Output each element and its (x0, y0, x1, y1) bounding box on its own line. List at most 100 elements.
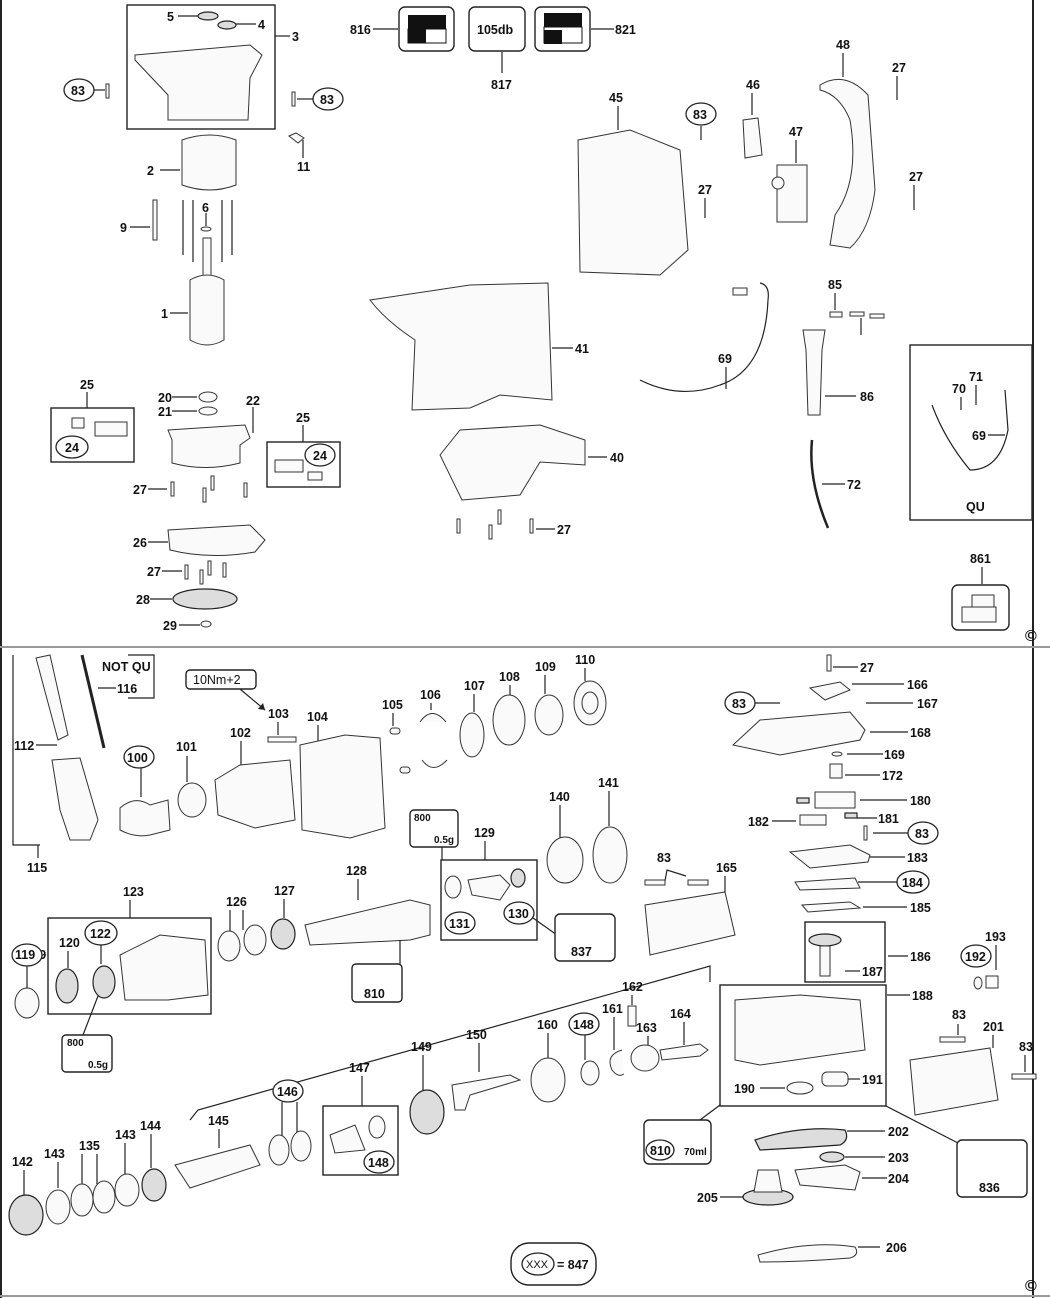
motor-cover-group: 41 40 27 (369, 282, 624, 540)
label-part-130: 130 (508, 907, 529, 921)
wiring-cord-group: 69 85 86 72 (639, 278, 885, 529)
callout-184 (896, 870, 930, 894)
label-817-badge (468, 6, 526, 52)
striker-part (467, 874, 511, 901)
copyright-mark: © (1025, 628, 1037, 645)
label-part-185: 185 (910, 901, 931, 915)
brush-holder-part (274, 459, 304, 473)
end-plate-part (167, 524, 266, 557)
bearing-191-part (821, 1071, 849, 1087)
label-badges-group: 816 105db 817 821 (350, 6, 636, 92)
label-part-86: 86 (860, 390, 874, 404)
label-part-27: 27 (892, 61, 906, 75)
legend-callout-oval (521, 1252, 555, 1276)
label-part-101: 101 (176, 740, 197, 754)
callout-192 (960, 944, 992, 968)
striker-kit-box (440, 859, 538, 941)
grease-qty-text: 0.5g (88, 1060, 108, 1071)
label-part-129: 129 (474, 826, 495, 840)
label-part-181: 181 (878, 812, 899, 826)
side-cover-165-part (644, 891, 736, 956)
bearing-140-part (546, 836, 584, 884)
label-part-142: 142 (12, 1155, 33, 1169)
clip-part (288, 132, 305, 144)
label-part-149: 149 (411, 1040, 432, 1054)
plate-185-part (800, 901, 862, 913)
label-part-206: 206 (886, 1241, 907, 1255)
label-part-115: 115 (27, 861, 47, 875)
label-part-119: 119 (15, 948, 35, 962)
cylinder-145-part (174, 1144, 261, 1189)
carry-case-icon (961, 606, 997, 623)
label-part-810: 810 (650, 1144, 671, 1158)
washer-6-part (200, 226, 212, 232)
circlip-141-part (592, 826, 628, 884)
tool-holder-102-part (214, 759, 296, 829)
brush-holder-group: 25 24 25 24 20 21 22 27 26 27 28 29 (50, 378, 341, 633)
label-part-128: 128 (346, 864, 367, 878)
screw-29-part (200, 620, 212, 628)
qu-wiring-box: 71 70 69 QU (909, 344, 1033, 521)
depth-rod-part (80, 654, 106, 749)
label-part-205: 205 (697, 1191, 718, 1205)
label-part-27: 27 (147, 565, 161, 579)
oring-169-part (831, 751, 843, 757)
cylinder-group: 119 119 123 120 122 800 0.5g 126 127 128… (11, 864, 431, 1073)
brush-part (71, 417, 85, 429)
kit-box-group: 861 © (951, 552, 1037, 645)
label-part-27: 27 (133, 483, 147, 497)
callout-148 (363, 1150, 395, 1174)
label-part-126: 126 (226, 895, 247, 909)
label-part-41: 41 (575, 342, 589, 356)
front-chuck-group: 100 101 102 10Nm+2 103 104 105 106 107 1… (119, 653, 607, 839)
ring-28-part (172, 588, 238, 610)
label-part-40: 40 (610, 451, 624, 465)
callout-131 (444, 911, 476, 935)
qu-kit-box (909, 344, 1033, 521)
callout-24 (304, 443, 336, 467)
spindle-128-part (304, 899, 431, 946)
ring-127-part (270, 918, 296, 950)
slide-182-part (799, 814, 827, 826)
bearing-160-part (530, 1057, 566, 1103)
piston-163-part (630, 1044, 660, 1072)
label-part-27: 27 (909, 170, 923, 184)
copyright-mark: © (1025, 1278, 1037, 1295)
label-part-184: 184 (902, 876, 923, 890)
stator-part (181, 134, 237, 191)
grease-837-badge (554, 913, 616, 962)
label-part-144: 144 (140, 1119, 161, 1133)
label-part-24: 24 (313, 449, 327, 463)
impact-mech-group: 800 0.5g 129 131 130 837 140 141 83 165 (409, 776, 737, 962)
ring-21-part (198, 406, 218, 416)
label-part-69: 69 (972, 429, 986, 443)
label-part-11: 11 (297, 160, 310, 174)
label-part-122: 122 (90, 927, 111, 941)
ring-144-part (141, 1168, 167, 1202)
cylinder-housing-part (119, 934, 209, 1001)
ring-107-part (459, 712, 485, 758)
label-part-112: 112 (14, 739, 34, 753)
fan-housing-part (439, 424, 586, 501)
label-part-83: 83 (1019, 1040, 1033, 1054)
label-part-168: 168 (910, 726, 931, 740)
seal-130-part (510, 868, 526, 888)
knob-166-part (808, 681, 851, 701)
label-part-45: 45 (609, 91, 623, 105)
housing-kit-box (126, 4, 276, 130)
label-part-72: 72 (847, 478, 861, 492)
not-qu-bracket (128, 654, 155, 699)
label-part-165: 165 (716, 861, 737, 875)
noise-rating-text: 105db (477, 23, 513, 37)
top-cover-group: 27 166 167 83 168 169 172 180 181 182 83… (724, 654, 1006, 990)
gear-cover-183-part (788, 844, 871, 869)
label-part-22: 22 (246, 394, 260, 408)
label-part-116: 116 (117, 682, 137, 696)
top-cover-168-part (731, 711, 866, 756)
label-part-25: 25 (296, 411, 310, 425)
cord-guard-part (802, 329, 826, 416)
grease-code-text: 800 (67, 1038, 84, 1049)
label-part-46: 46 (746, 78, 760, 92)
side-handle-bracket (12, 655, 40, 846)
armature-part (189, 274, 225, 346)
